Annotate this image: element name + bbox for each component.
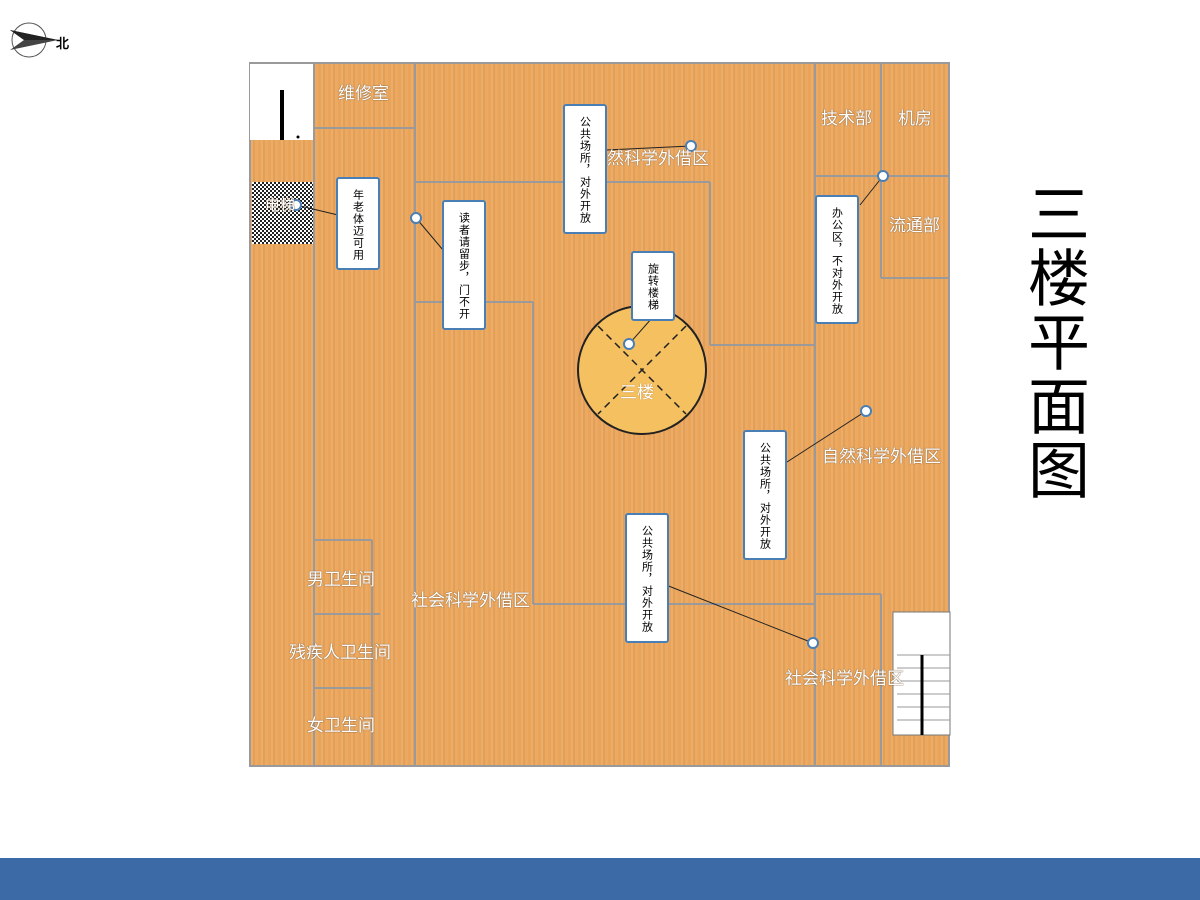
north-label: 北 — [56, 37, 70, 52]
room-social-science-bottom-right: 社会科学外借区 — [785, 669, 904, 689]
page-title: 三楼平面图 — [1017, 182, 1090, 502]
note-spiral-stairs: 旋转楼梯 — [631, 251, 675, 321]
room-repair: 维修室 — [338, 84, 389, 104]
room-accessible-restroom: 残疾人卫生间 — [289, 643, 391, 663]
note-office: 办公区，不对外开放 — [815, 195, 859, 324]
room-machine: 机房 — [898, 109, 932, 129]
room-natural-science-top: 然科学外借区 — [607, 149, 709, 169]
note-public-bottom: 公共场所，对外开放 — [625, 513, 669, 643]
room-tech-dept: 技术部 — [821, 109, 872, 129]
room-social-science-left: 社会科学外借区 — [411, 591, 530, 611]
compass-arrow-icon — [10, 22, 58, 58]
room-natural-science-right: 自然科学外借区 — [822, 447, 941, 467]
note-elderly: 年老体迈可用 — [336, 177, 380, 270]
footer-bar — [0, 858, 1200, 900]
note-public-right: 公共场所，对外开放 — [743, 430, 787, 560]
note-readers-stop: 读者请留步，门不开 — [442, 200, 486, 330]
room-mens-restroom: 男卫生间 — [307, 570, 375, 590]
room-elevator: 电梯 — [265, 196, 296, 214]
room-circulation: 流通部 — [889, 216, 940, 236]
center-floor-label: 三楼 — [620, 383, 654, 403]
note-public-top: 公共场所，对外开放 — [563, 104, 607, 234]
room-womens-restroom: 女卫生间 — [307, 716, 375, 736]
